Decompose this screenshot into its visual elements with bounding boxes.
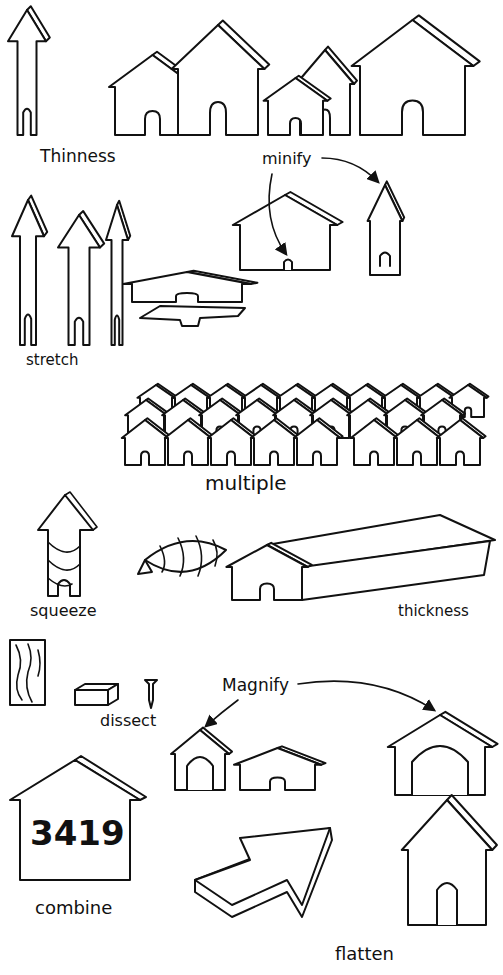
section-label: thickness	[398, 603, 469, 620]
section-label: flatten	[335, 944, 394, 964]
twisted-beam	[138, 536, 226, 576]
section-label: multiple	[205, 472, 287, 494]
leader-arrow	[269, 158, 378, 254]
section-label: dissect	[100, 712, 156, 730]
section-label: Magnify	[222, 676, 289, 695]
upright-house	[402, 795, 497, 925]
dissected-parts	[10, 640, 157, 708]
stretched-houses	[123, 271, 257, 326]
house-crowd	[122, 384, 489, 465]
thin-arrow-house	[8, 6, 50, 135]
section-label: Thinness	[40, 147, 116, 166]
long-house	[226, 515, 495, 600]
magnified-houses	[171, 712, 498, 795]
section-label: squeeze	[30, 602, 97, 620]
section-label: combine	[35, 898, 112, 918]
flattened-arrow	[195, 828, 332, 917]
minified-houses	[233, 181, 404, 275]
section-label: stretch	[26, 352, 78, 369]
section-label: minify	[262, 150, 311, 168]
house-row	[109, 15, 480, 135]
twisted-arrow	[38, 492, 97, 596]
stretched-arrows	[12, 196, 130, 345]
combined-digits: 3419	[30, 815, 125, 852]
combined-house	[10, 756, 146, 880]
